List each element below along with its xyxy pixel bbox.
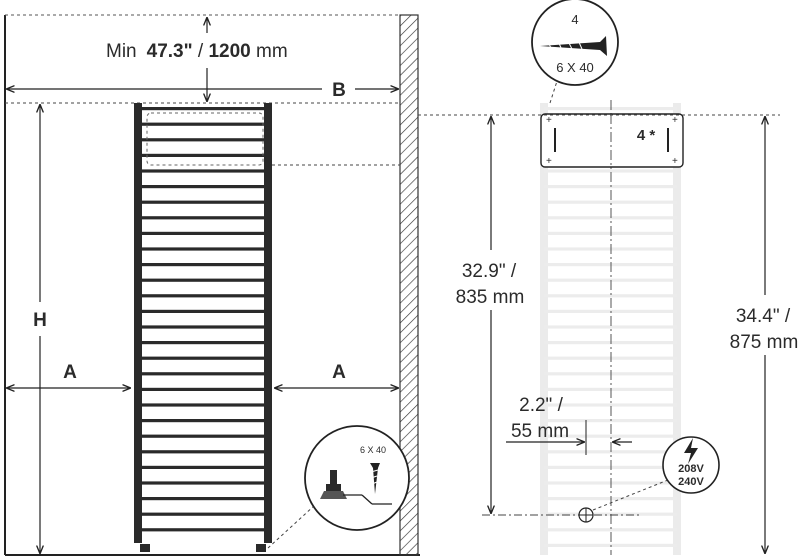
bracket-screw-mark: + bbox=[672, 115, 678, 126]
power-callout: 208V 240V bbox=[662, 436, 720, 494]
bracket-screw-mark: + bbox=[546, 115, 552, 126]
outlet-offset-mm-unit: mm bbox=[532, 421, 569, 442]
radiator-bar bbox=[138, 387, 268, 391]
bracket-height-mm-unit: mm bbox=[487, 287, 524, 308]
outlet-offset-dimension: 2.2" / 55 mm bbox=[506, 395, 632, 455]
bracket-screw-mark: + bbox=[546, 156, 552, 167]
voltage-208: 208V bbox=[678, 463, 704, 475]
radiator-bar bbox=[138, 263, 268, 267]
screw-count: 4 bbox=[571, 12, 578, 27]
voltage-240: 240V bbox=[678, 476, 704, 488]
bracket-height-dimension: 32.9" / 835 mm bbox=[456, 117, 525, 513]
wall-bracket-outline bbox=[146, 112, 264, 166]
radiator-bar bbox=[138, 153, 268, 157]
radiator-bar bbox=[138, 341, 268, 345]
back-clearance-dimension: B bbox=[7, 80, 398, 101]
radiator-bar bbox=[138, 528, 268, 532]
radiator-left-rail bbox=[134, 103, 142, 543]
ghost-radiator-bar bbox=[544, 200, 677, 204]
lightning-icon bbox=[684, 438, 698, 464]
min-mm-value: 1200 bbox=[208, 41, 250, 62]
min-inch: 47.3" bbox=[147, 41, 193, 62]
screw-icon bbox=[370, 463, 380, 494]
bracket-screw-mark: + bbox=[672, 156, 678, 167]
ghost-radiator-bar bbox=[544, 325, 677, 329]
ghost-right-rail bbox=[673, 103, 681, 555]
radiator-bar bbox=[138, 169, 268, 173]
ghost-radiator-bar bbox=[544, 169, 677, 173]
ghost-radiator-bar bbox=[544, 294, 677, 298]
leveling-foot-icon bbox=[320, 470, 392, 505]
outlet-height-mm: 875 mm bbox=[730, 332, 799, 353]
bracket-height-mm-value: 835 bbox=[456, 287, 488, 308]
back-clearance-label: B bbox=[332, 80, 346, 101]
radiator-bar bbox=[138, 325, 268, 329]
radiator-bar bbox=[138, 450, 268, 454]
room-outline bbox=[4, 14, 420, 556]
min-sep: / bbox=[193, 41, 209, 62]
radiator-bar bbox=[138, 481, 268, 485]
outlet-offset-inch: 2.2" / bbox=[519, 395, 563, 416]
ghost-radiator-bar bbox=[544, 434, 677, 438]
radiator-bar bbox=[138, 107, 268, 111]
wall bbox=[399, 14, 419, 556]
ghost-radiator-bar bbox=[544, 403, 677, 407]
radiator-front-view bbox=[134, 103, 272, 552]
radiator-foot-right bbox=[256, 544, 266, 552]
screw-callout: 4 6 X 40 bbox=[531, 0, 619, 104]
side-clearance-right: A bbox=[275, 362, 398, 388]
min-mm-unit: mm bbox=[251, 41, 288, 62]
min-prefix: Min bbox=[106, 41, 137, 62]
radiator-bar bbox=[138, 356, 268, 360]
radiator-bar bbox=[138, 434, 268, 438]
height-dimension: H bbox=[33, 105, 47, 553]
leveling-callout: 6 X 40 bbox=[267, 425, 410, 549]
outlet-offset-mm: 55 mm bbox=[511, 421, 569, 442]
outlet-height-mm-unit: mm bbox=[761, 332, 798, 353]
screw-icon bbox=[540, 36, 607, 56]
radiator-bar bbox=[138, 216, 268, 220]
ghost-left-rail bbox=[540, 103, 548, 555]
radiator-bar bbox=[138, 138, 268, 142]
outlet-height-mm-value: 875 bbox=[730, 332, 762, 353]
min-clearance-dimension: Min 47.3" / 1200 mm bbox=[106, 18, 288, 101]
radiator-bar bbox=[138, 247, 268, 251]
radiator-bar bbox=[138, 200, 268, 204]
outlet-height-inch: 34.4" / bbox=[736, 306, 791, 327]
wall-screws-count: 4 * bbox=[637, 127, 656, 144]
height-label: H bbox=[33, 310, 47, 331]
radiator-bar bbox=[138, 497, 268, 501]
outlet-height-dimension: 34.4" / 875 mm bbox=[730, 117, 799, 553]
radiator-bar bbox=[138, 403, 268, 407]
radiator-bar bbox=[138, 231, 268, 235]
radiator-bar bbox=[138, 512, 268, 516]
ghost-radiator-bar bbox=[544, 528, 677, 532]
radiator-right-rail bbox=[264, 103, 272, 543]
radiator-bar bbox=[138, 185, 268, 189]
radiator-bar bbox=[138, 122, 268, 126]
radiator-foot-left bbox=[140, 544, 150, 552]
radiator-bar bbox=[138, 294, 268, 298]
wall-bracket: + + + + 4 * bbox=[540, 113, 684, 168]
side-clearance-left-label: A bbox=[63, 362, 77, 383]
power-outlet-marker bbox=[578, 507, 594, 523]
leveling-size-label: 6 X 40 bbox=[360, 445, 386, 455]
radiator-bar bbox=[138, 372, 268, 376]
power-callout-leader bbox=[592, 479, 669, 511]
bracket-height-inch: 32.9" / bbox=[462, 261, 517, 282]
min-clearance-label: Min 47.3" / 1200 mm bbox=[106, 41, 288, 62]
side-clearance-right-label: A bbox=[332, 362, 346, 383]
radiator-bar bbox=[138, 278, 268, 282]
side-clearance-left: A bbox=[7, 362, 130, 388]
radiator-bar bbox=[138, 309, 268, 313]
screw-size: 6 X 40 bbox=[556, 60, 594, 75]
outlet-offset-mm-value: 55 bbox=[511, 421, 532, 442]
bracket-height-mm: 835 mm bbox=[456, 287, 525, 308]
radiator-bar bbox=[138, 419, 268, 423]
radiator-bar bbox=[138, 465, 268, 469]
